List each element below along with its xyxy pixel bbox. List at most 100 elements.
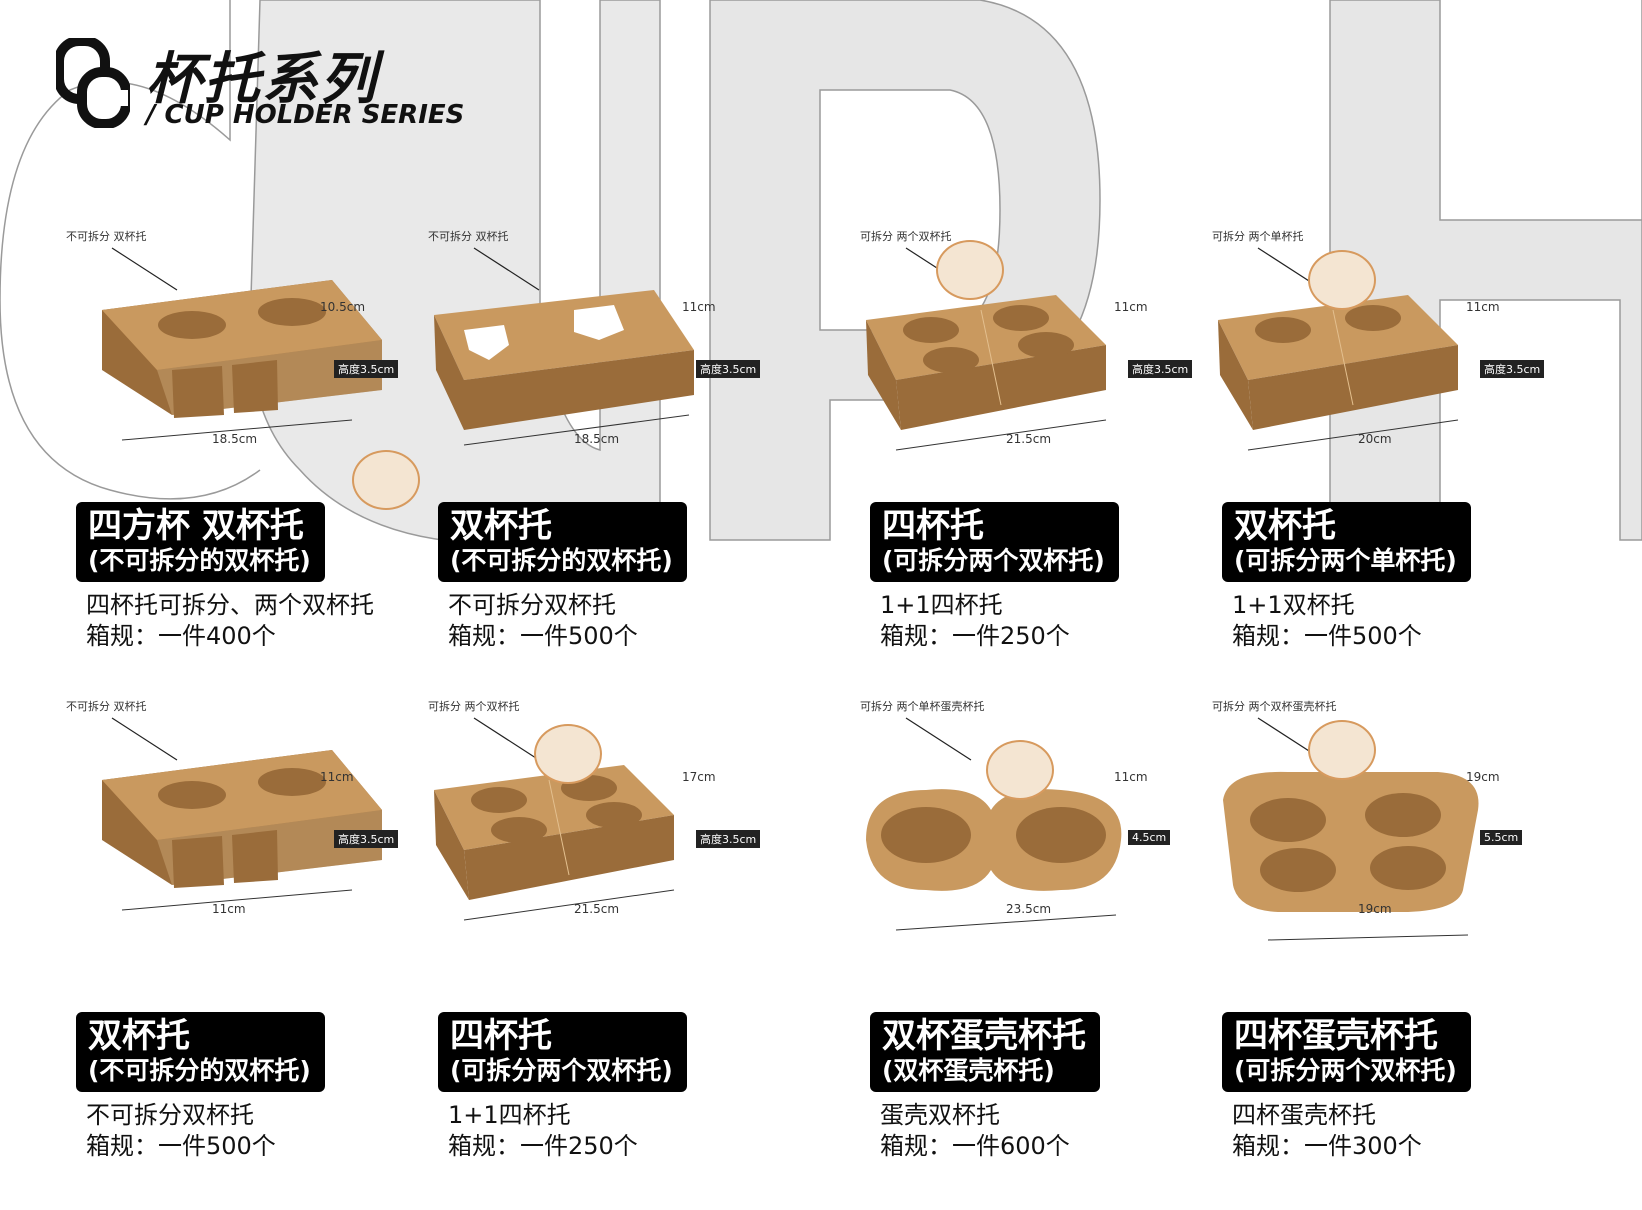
product-card: 可拆分 两个双杯托 21.5cm 11cm 高度3.5cm 四杯托 (可拆分两个… [856, 220, 1246, 740]
product-desc: 蛋壳双杯托 箱规：一件600个 [880, 1100, 1070, 1162]
detail-bubble [936, 240, 1004, 300]
product-desc-line1: 1+1双杯托 [1232, 591, 1355, 619]
product-card: 不可拆分 双杯托 18.5cm 10.5cm 高度3.5cm 四方杯 双杯托 (… [62, 220, 452, 740]
product-card: 可拆分 两个单杯托 20cm 11cm 高度3.5cm 双杯托 (可拆分两个单杯… [1208, 220, 1598, 740]
product-width: 23.5cm [1006, 902, 1052, 916]
product-depth: 11cm [1114, 300, 1148, 314]
product-photo [866, 717, 1122, 931]
product-card: 不可拆分 双杯托 18.5cm 11cm 高度3.5cm 双杯托 (不可拆分的双… [424, 220, 814, 740]
product-desc-line2: 箱规：一件500个 [448, 622, 638, 650]
product-callout: 可拆分 两个单杯托 [1212, 230, 1304, 243]
product-subname: (可拆分两个双杯托) [1234, 1056, 1457, 1085]
product-name: 四杯托 [450, 1016, 552, 1056]
product-desc: 1+1双杯托 箱规：一件500个 [1232, 590, 1422, 652]
product-name: 双杯托 [1234, 506, 1336, 546]
product-desc: 不可拆分双杯托 箱规：一件500个 [86, 1100, 276, 1162]
product-name: 四杯蛋壳杯托 [1234, 1016, 1438, 1056]
product-callout: 可拆分 两个单杯蛋壳杯托 [860, 700, 985, 713]
product-name: 四杯托 [882, 506, 984, 546]
product-depth: 19cm [1466, 770, 1500, 784]
product-desc-line1: 1+1四杯托 [880, 591, 1003, 619]
product-width: 18.5cm [212, 432, 258, 446]
detail-bubble [986, 740, 1054, 800]
product-width: 21.5cm [1006, 432, 1052, 446]
product-desc-line2: 箱规：一件300个 [1232, 1132, 1422, 1160]
product-height: 5.5cm [1480, 830, 1523, 845]
product-label: 双杯托 (不可拆分的双杯托) [438, 502, 687, 582]
product-desc-line1: 四杯蛋壳杯托 [1232, 1101, 1376, 1129]
product-photo [102, 717, 382, 911]
product-desc: 1+1四杯托 箱规：一件250个 [448, 1100, 638, 1162]
product-depth: 11cm [682, 300, 716, 314]
product-photo [1223, 717, 1479, 941]
product-depth: 11cm [1466, 300, 1500, 314]
product-desc-line1: 不可拆分双杯托 [448, 591, 616, 619]
detail-bubble [1308, 720, 1376, 780]
page-title: 杯托系列 [146, 47, 378, 112]
product-label: 四杯托 (可拆分两个双杯托) [870, 502, 1119, 582]
product-label: 四方杯 双杯托 (不可拆分的双杯托) [76, 502, 325, 582]
product-desc-line2: 箱规：一件250个 [880, 622, 1070, 650]
product-width: 18.5cm [574, 432, 620, 446]
product-card: 可拆分 两个双杯蛋壳杯托 19cm 19cm 5.5cm 四杯蛋壳杯托 (可拆分… [1208, 690, 1598, 1210]
product-callout: 可拆分 两个双杯托 [860, 230, 952, 243]
product-label: 双杯托 (不可拆分的双杯托) [76, 1012, 325, 1092]
product-card: 可拆分 两个单杯蛋壳杯托 23.5cm 11cm 4.5cm 双杯蛋壳杯托 (双… [856, 690, 1246, 1210]
product-desc: 四杯蛋壳杯托 箱规：一件300个 [1232, 1100, 1422, 1162]
product-width: 19cm [1358, 902, 1392, 916]
product-name: 四方杯 双杯托 [88, 506, 304, 546]
product-name: 双杯托 [88, 1016, 190, 1056]
detail-bubble [352, 450, 420, 510]
product-label: 双杯蛋壳杯托 (双杯蛋壳杯托) [870, 1012, 1100, 1092]
product-depth: 11cm [1114, 770, 1148, 784]
product-height: 高度3.5cm [334, 360, 399, 378]
product-depth: 10.5cm [320, 300, 366, 314]
product-width: 20cm [1358, 432, 1392, 446]
product-label: 四杯托 (可拆分两个双杯托) [438, 1012, 687, 1092]
product-photo [102, 247, 382, 441]
product-desc-line1: 蛋壳双杯托 [880, 1101, 1000, 1129]
product-height: 高度3.5cm [334, 830, 399, 848]
product-desc: 不可拆分双杯托 箱规：一件500个 [448, 590, 638, 652]
product-width: 11cm [212, 902, 246, 916]
product-height: 4.5cm [1128, 830, 1171, 845]
product-label: 四杯蛋壳杯托 (可拆分两个双杯托) [1222, 1012, 1471, 1092]
product-subname: (可拆分两个单杯托) [1234, 546, 1457, 575]
product-subname: (不可拆分的双杯托) [88, 1056, 311, 1085]
product-desc-line2: 箱规：一件500个 [1232, 622, 1422, 650]
product-photo [866, 247, 1107, 451]
product-photo [434, 247, 694, 446]
product-name: 双杯托 [450, 506, 552, 546]
page-subtitle: / CUP HOLDER SERIES [146, 100, 465, 130]
product-desc-line2: 箱规：一件500个 [86, 1132, 276, 1160]
product-card: 可拆分 两个双杯托 21.5cm 17cm 高度3.5cm 四杯托 (可拆分两个… [424, 690, 814, 1210]
product-name: 双杯蛋壳杯托 [882, 1016, 1086, 1056]
product-width: 21.5cm [574, 902, 620, 916]
product-depth: 11cm [320, 770, 354, 784]
product-card: 不可拆分 双杯托 11cm 11cm 高度3.5cm 双杯托 (不可拆分的双杯托… [62, 690, 452, 1210]
product-desc-line2: 箱规：一件250个 [448, 1132, 638, 1160]
product-desc-line2: 箱规：一件600个 [880, 1132, 1070, 1160]
product-desc-line1: 不可拆分双杯托 [86, 1101, 254, 1129]
product-callout: 可拆分 两个双杯蛋壳杯托 [1212, 700, 1337, 713]
product-photo [1218, 247, 1459, 451]
logo-mark-icon [56, 38, 130, 128]
product-height: 高度3.5cm [696, 360, 761, 378]
product-subname: (不可拆分的双杯托) [450, 546, 673, 575]
product-height: 高度3.5cm [1480, 360, 1545, 378]
product-callout: 不可拆分 双杯托 [66, 700, 147, 713]
product-callout: 不可拆分 双杯托 [66, 230, 147, 243]
product-photo [434, 717, 675, 921]
product-height: 高度3.5cm [1128, 360, 1193, 378]
product-depth: 17cm [682, 770, 716, 784]
product-callout: 可拆分 两个双杯托 [428, 700, 520, 713]
product-subname: (双杯蛋壳杯托) [882, 1056, 1055, 1085]
detail-bubble [1308, 250, 1376, 310]
product-callout: 不可拆分 双杯托 [428, 230, 509, 243]
product-desc: 四杯托可拆分、两个双杯托 箱规：一件400个 [86, 590, 374, 652]
product-desc-line1: 1+1四杯托 [448, 1101, 571, 1129]
detail-bubble [534, 724, 602, 784]
product-desc: 1+1四杯托 箱规：一件250个 [880, 590, 1070, 652]
product-height: 高度3.5cm [696, 830, 761, 848]
product-subname: (不可拆分的双杯托) [88, 546, 311, 575]
